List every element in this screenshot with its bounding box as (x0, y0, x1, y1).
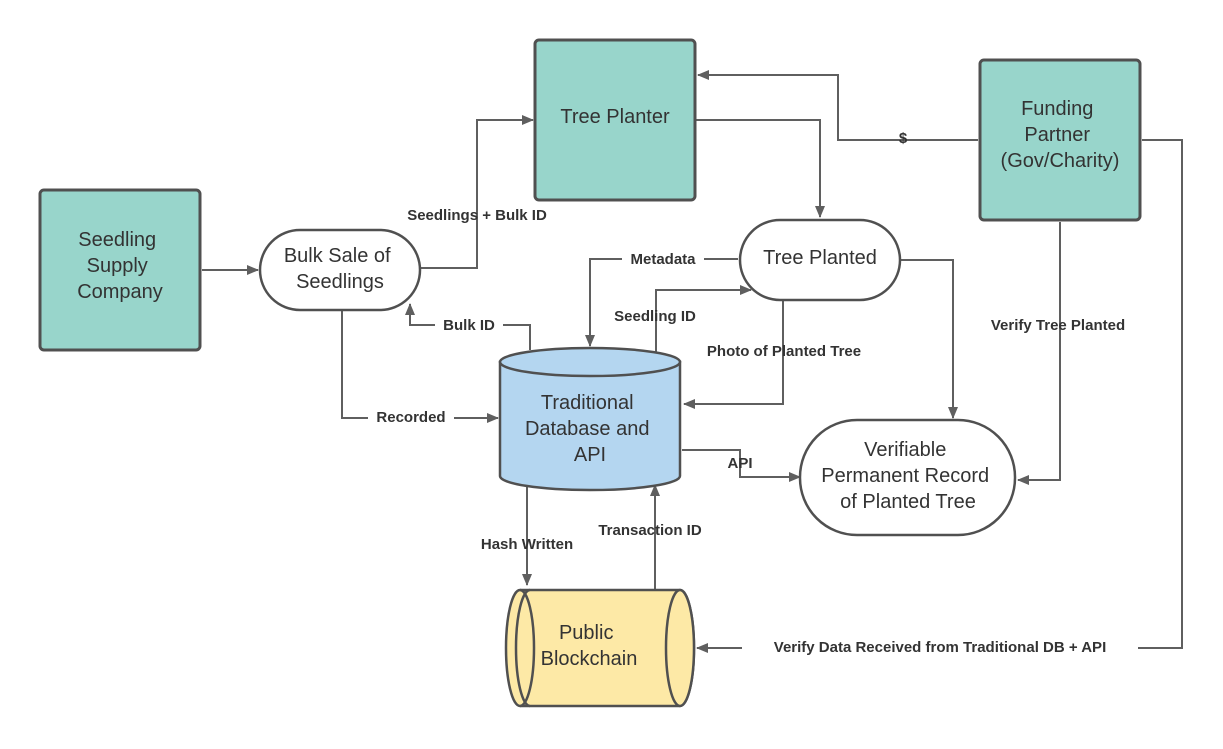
edge-bulk-sale-to-tree-planter (420, 115, 534, 269)
funding-partner-node: Funding Partner (Gov/Charity) (978, 58, 1142, 222)
edge-seedling-id (655, 285, 752, 352)
svg-text:Seedling Supply Co: Seedling Supply Company (77, 229, 163, 303)
tree-planted-node: Tree Planted (738, 218, 902, 302)
verifiable-record-node: Verifiable Permanent Record of Planted T… (798, 418, 1017, 537)
label-photo: Photo of Planted Tree (707, 343, 861, 360)
node-label-line: Partner (1024, 124, 1090, 146)
edge-tree-planted-to-record (900, 259, 958, 419)
svg-text:Funding Partner (G: Funding Partner (Gov/Charity) (1001, 98, 1120, 172)
edge-api (682, 449, 801, 482)
label-verify-tree-planted: Verify Tree Planted (991, 317, 1125, 334)
svg-text:Tree Planted: Tree Planted (763, 247, 877, 269)
node-label-line: Traditional (541, 392, 634, 414)
svg-text:Traditional Database and: Traditional Database and API (525, 392, 655, 466)
svg-text:Verifiable Permanent Rec: Verifiable Permanent Record of Planted T… (821, 439, 994, 513)
edge-photo (683, 300, 784, 409)
node-label-line: Funding (1021, 98, 1093, 120)
edge-verify-tree-planted (1017, 222, 1061, 485)
edge-metadata (585, 258, 738, 347)
seedling-supply-company-node: Seedling Supply Company (38, 188, 202, 352)
label-verify-data: Verify Data Received from Traditional DB… (774, 639, 1106, 656)
bulk-sale-node: Bulk Sale of Seedlings (258, 228, 422, 312)
blockchain-node: Public Blockchain (504, 588, 696, 708)
label-recorded: Recorded (376, 409, 445, 426)
svg-text:Bulk Sale of Seedlings: Bulk Sale of Seedlings (284, 245, 396, 293)
node-label-line: Seedlings (296, 271, 384, 293)
label-seedlings-bulk-id: Seedlings + Bulk ID (407, 207, 547, 224)
label-metadata: Metadata (630, 251, 696, 268)
label-bulk-id: Bulk ID (443, 317, 495, 334)
label-transaction-id: Transaction ID (598, 522, 702, 539)
svg-text:Tree Planter: Tree Planter (560, 106, 670, 128)
edge-tree-planter-to-tree-planted (696, 119, 825, 218)
label-dollar: $ (899, 130, 908, 147)
edge-labels: Seedlings + Bulk ID $ Metadata Bulk ID S… (368, 130, 1138, 657)
tree-planter-node: Tree Planter (533, 38, 697, 202)
node-label-line: Permanent Record (821, 465, 989, 487)
node-label-line: of Planted Tree (840, 491, 976, 513)
label-seedling-id: Seedling ID (614, 308, 696, 325)
node-label-line: Blockchain (541, 648, 638, 670)
node-label-line: Tree Planted (763, 247, 877, 269)
node-label-line: API (574, 444, 606, 466)
node-label-line: Tree Planter (560, 106, 670, 128)
node-label-line: Supply (87, 255, 148, 277)
node-label-line: Database and (525, 418, 650, 440)
edge-funding-to-tree-planter (697, 70, 978, 141)
node-label-line: Seedling (78, 229, 156, 251)
svg-text:Public Blockchain: Public Blockchain (541, 622, 638, 670)
node-label-line: Bulk Sale of (284, 245, 391, 267)
database-node: Traditional Database and API (498, 346, 682, 492)
label-hash-written: Hash Written (481, 536, 573, 553)
node-label-line: (Gov/Charity) (1001, 150, 1120, 172)
label-api: API (727, 455, 752, 472)
node-label-line: Company (77, 281, 163, 303)
node-label-line: Public (559, 622, 613, 644)
node-label-line: Verifiable (864, 439, 946, 461)
